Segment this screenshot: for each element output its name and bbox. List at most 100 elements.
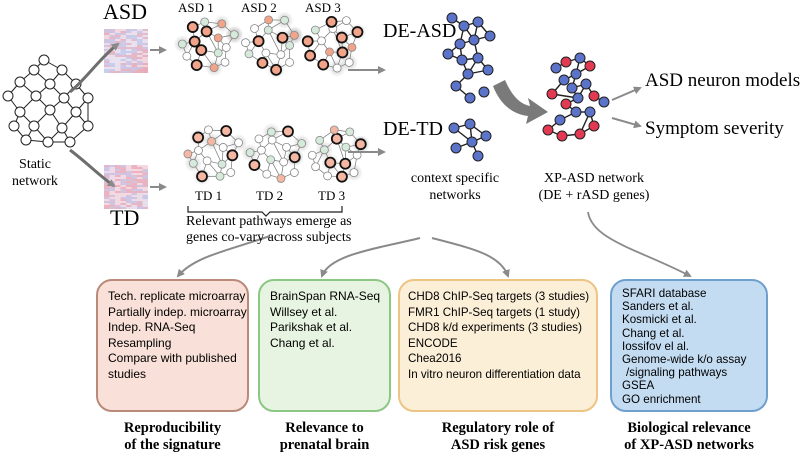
subject-node (213, 48, 223, 58)
subject-node (182, 51, 192, 61)
subject-node (336, 46, 349, 59)
de-asd-network (442, 12, 496, 104)
box1-item: Resampling (108, 335, 172, 350)
subject-node (270, 63, 283, 76)
box3-item: In vitro neuron differentiation data (408, 367, 581, 381)
arrow-to-neuron-models (611, 86, 642, 101)
box4-item: SFARI database (622, 287, 707, 300)
de-td-label: DE-TD (383, 118, 443, 140)
box1-item: Tech. replicate microarray (108, 289, 246, 303)
subject-node (317, 58, 330, 71)
context-networks-label: context specific networks (410, 171, 500, 203)
xp-asd-node (556, 130, 568, 142)
biological-relevance-title: Biological relevance of XP-ASD networks (624, 420, 754, 453)
de-td-node (472, 150, 484, 162)
de-asd-node (472, 52, 484, 64)
box1-item: studies (108, 366, 147, 381)
subject-node (307, 150, 317, 160)
subject-node (304, 49, 317, 62)
subject-node (347, 42, 357, 52)
subject-node (354, 138, 367, 151)
subject-node (194, 146, 203, 155)
xp-asd-node (560, 98, 572, 110)
subject-node (325, 16, 338, 28)
subject-node (341, 16, 351, 26)
box4-item: Chang et al. (622, 326, 685, 340)
arrow-to-box-3 (431, 237, 510, 278)
static-node (14, 76, 26, 88)
asd-label: ASD (103, 0, 148, 24)
arrow-to-box-2 (320, 237, 421, 278)
de-td-node (466, 136, 478, 148)
subject-node (297, 139, 307, 148)
static-node (28, 64, 40, 76)
subject-node (311, 162, 321, 172)
subject-node (215, 171, 225, 181)
static-node (42, 136, 54, 148)
de-asd-node (450, 80, 462, 92)
subject-node (315, 135, 325, 145)
static-node (70, 78, 82, 90)
reproducibility-box: Tech. replicate microarray Partially ind… (96, 279, 249, 412)
subject-node (257, 145, 266, 155)
de-asd-node (458, 20, 470, 32)
subject-node (209, 63, 219, 73)
static-node (14, 106, 26, 118)
static-node (64, 136, 76, 148)
box4-item: /signaling pathways (626, 366, 728, 380)
subject-node (332, 63, 342, 73)
static-node (56, 64, 68, 76)
td-heatmap (104, 165, 148, 209)
subject-node (217, 19, 227, 29)
subject-node (188, 158, 198, 168)
subject-node (289, 30, 299, 40)
subject-node (279, 157, 289, 167)
subject-node (234, 138, 243, 148)
static-node (58, 92, 70, 104)
xp-asd-node (574, 128, 586, 140)
subject-node (177, 39, 187, 49)
subject-node (341, 142, 351, 152)
box3-item: CHD8 k/d experiments (3 studies) (408, 321, 582, 334)
subject-node (192, 131, 205, 144)
pathways-brace (187, 206, 343, 217)
subject-node (190, 59, 203, 72)
td2-label: TD 2 (256, 188, 284, 203)
xp-asd-node (572, 92, 584, 104)
subject-node (285, 41, 295, 50)
subject-node (229, 30, 239, 40)
subject-node (266, 155, 276, 165)
de-td-node (464, 118, 476, 130)
static-node (28, 120, 40, 132)
subject-node (317, 36, 326, 46)
subject-node (252, 35, 265, 48)
xp-asd-network (542, 52, 610, 142)
xp-asd-node (584, 60, 596, 72)
de-asd-node (442, 48, 454, 60)
de-td-network (448, 118, 492, 162)
subject-node (330, 132, 343, 145)
subject-node (301, 35, 314, 48)
de-td-node (450, 142, 462, 154)
xp-asd-node (598, 96, 610, 108)
static-node (8, 120, 20, 132)
de-asd-node (454, 38, 466, 50)
xp-asd-node (580, 78, 592, 90)
de-asd-node (482, 64, 494, 76)
static-network-label: Static network (12, 157, 58, 189)
subject-node (329, 125, 339, 135)
de-asd-label: DE-ASD (383, 20, 457, 42)
static-node (82, 120, 94, 132)
static-node (44, 78, 56, 90)
subject-node (241, 38, 250, 48)
de-asd-node (446, 12, 458, 24)
asd2-label: ASD 2 (241, 0, 277, 15)
box2-item: Willsey et al. (270, 304, 338, 319)
box3-item: FMR1 ChIP-Seq targets (1 study) (408, 305, 581, 319)
subject-node (344, 58, 354, 67)
asd3-label: ASD 3 (305, 0, 341, 15)
subject-node (250, 24, 259, 33)
static-node (82, 92, 94, 104)
prenatal-brain-title: Relevance to prenatal brain (279, 420, 370, 453)
